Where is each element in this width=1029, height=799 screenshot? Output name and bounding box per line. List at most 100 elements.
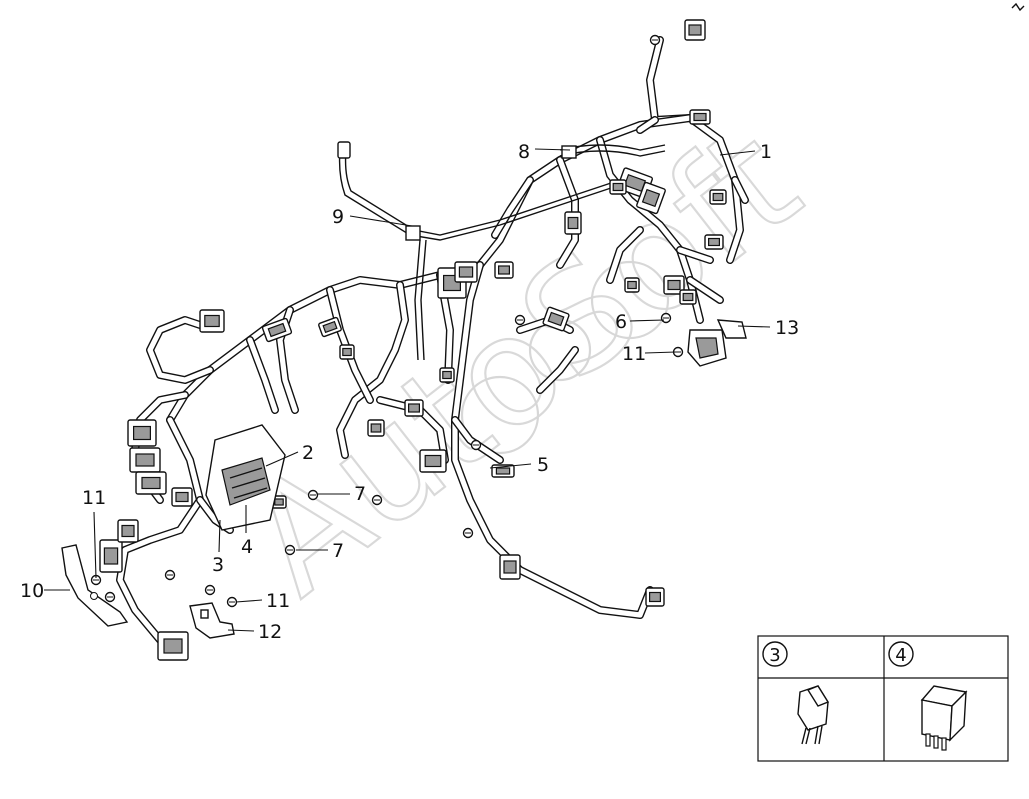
connector [542, 306, 570, 332]
connector-pins [503, 560, 517, 574]
callout-7b: 7 [332, 540, 344, 562]
connector [564, 211, 582, 235]
connector-pins [688, 24, 702, 36]
harness-wire-core [452, 262, 653, 618]
connector [318, 316, 342, 338]
connector [704, 234, 724, 250]
harness-connectors [99, 19, 727, 661]
leader-line [489, 463, 532, 469]
callout-11b: 11 [622, 343, 646, 365]
harness-wire-core [147, 317, 213, 383]
callout-11c: 11 [266, 590, 290, 612]
bracket-13 [687, 319, 747, 367]
connector-pins [641, 188, 661, 208]
watermark-text: AutoSoft [215, 95, 830, 629]
harness-wire-core [452, 417, 503, 463]
inset-label-3: 3 [769, 645, 780, 666]
connector [117, 519, 139, 543]
leader-line [235, 599, 263, 603]
harness-wire-core [117, 417, 203, 653]
watermark-ring [460, 375, 540, 455]
connector-pins [274, 498, 284, 506]
leader-line [737, 325, 771, 328]
connector [439, 367, 455, 383]
connector-pins [712, 192, 724, 202]
connector-pins [498, 265, 511, 275]
connector [127, 419, 157, 447]
connector [624, 277, 640, 293]
connector-pins [627, 280, 637, 290]
connector-pins [693, 112, 707, 122]
connector [499, 554, 521, 580]
leader-line [93, 511, 97, 579]
connector-pins [370, 423, 382, 433]
harness-wire-core [377, 397, 448, 463]
connector-pins [648, 591, 661, 603]
screw [462, 527, 474, 539]
callout-5: 5 [537, 454, 549, 476]
callout-labels: 1 2 3 4 5 6 7 7 8 9 10 11 11 11 12 13 [20, 141, 799, 643]
connector [689, 109, 711, 125]
leader-line [644, 351, 677, 354]
callout-6: 6 [615, 311, 627, 333]
connector-pins [682, 292, 694, 302]
sub-harness-9 [337, 141, 621, 361]
connector [419, 449, 447, 473]
connector [454, 261, 478, 283]
connector [129, 447, 161, 473]
connector-pins [121, 524, 135, 538]
harness-wire-core [687, 277, 723, 303]
screw [307, 489, 319, 501]
harness-wire-core [537, 347, 578, 393]
bracket-12 [189, 602, 235, 639]
callout-13: 13 [775, 317, 799, 339]
leader-line [265, 451, 299, 467]
connector [339, 344, 355, 360]
callout-1: 1 [760, 141, 772, 163]
inset-badge-3 [762, 641, 788, 667]
inset-label-4: 4 [895, 645, 906, 666]
bracket-10 [61, 544, 129, 627]
connector [367, 419, 385, 437]
mini-fuse-icon [797, 685, 830, 745]
connector [709, 189, 727, 205]
connector-pins [175, 491, 189, 503]
harness-wire-core [492, 177, 533, 238]
harness-wire-core [732, 177, 748, 203]
connector-pins [567, 216, 579, 230]
connector [663, 275, 685, 295]
connector-pins [141, 476, 161, 490]
screw [284, 544, 296, 556]
connector-pins [667, 279, 681, 291]
connector [199, 309, 225, 333]
callout-3: 3 [212, 554, 224, 576]
leader-line [719, 150, 756, 156]
leader-line [534, 148, 571, 151]
connector-pins [103, 547, 119, 565]
sub-harness-8 [559, 144, 666, 159]
connector-pins [135, 453, 155, 467]
inset-badge-4 [888, 641, 914, 667]
inset-cell-4: 4 [888, 641, 968, 751]
callout-12: 12 [258, 621, 282, 643]
connector [135, 471, 167, 495]
callout-2: 2 [302, 442, 314, 464]
inset-cell-3: 3 [762, 641, 830, 745]
leader-lines [44, 148, 771, 632]
callout-4: 4 [241, 536, 253, 558]
callout-8: 8 [518, 141, 530, 163]
connector [99, 539, 123, 573]
relay-icon [920, 685, 968, 751]
connector-pins [133, 425, 152, 441]
connector [645, 587, 665, 607]
callout-7a: 7 [354, 483, 366, 505]
callout-11a: 11 [82, 487, 106, 509]
connector [609, 179, 627, 195]
harness-wire-core [637, 117, 658, 133]
connector-pins [204, 314, 220, 328]
connector-pins [458, 266, 474, 278]
connector [157, 631, 189, 661]
connector-pins [707, 237, 720, 247]
